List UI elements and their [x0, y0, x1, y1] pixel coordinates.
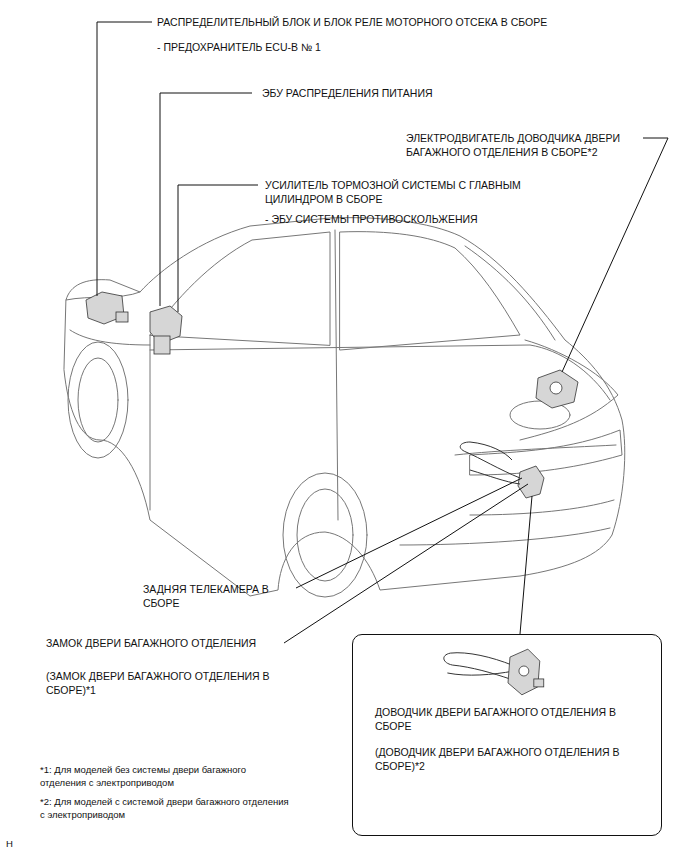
part-label: РАСПРЕДЕЛИТЕЛЬНЫЙ БЛОК И БЛОК РЕЛЕ МОТОР… — [157, 15, 627, 29]
door-closer-picture — [353, 635, 661, 705]
part-label: (ЗАМОК ДВЕРИ БАГАЖНОГО ОТДЕЛЕНИЯ В СБОРЕ… — [46, 669, 281, 697]
inset-text: (ДОВОДЧИК ДВЕРИ БАГАЖНОГО ОТДЕЛЕНИЯ В СБ… — [375, 745, 637, 773]
part-label: ЭЛЕКТРОДВИГАТЕЛЬ ДОВОДЧИКА ДВЕРИ БАГАЖНО… — [406, 131, 642, 159]
part-label: УСИЛИТЕЛЬ ТОРМОЗНОЙ СИСТЕМЫ С ГЛАВНЫМ ЦИ… — [265, 178, 565, 206]
footnote: H — [6, 837, 26, 850]
inset-box: ДОВОДЧИК ДВЕРИ БАГАЖНОГО ОТДЕЛЕНИЯ В СБО… — [352, 634, 662, 836]
footnote: *2: Для моделей с системой двери багажно… — [40, 795, 290, 821]
part-label: ЗАМОК ДВЕРИ БАГАЖНОГО ОТДЕЛЕНИЯ — [46, 636, 286, 650]
part-label: - ЭБУ СИСТЕМЫ ПРОТИВОСКОЛЬЖЕНИЯ — [265, 212, 565, 226]
footnote: *1: Для моделей без системы двери багажн… — [40, 763, 290, 789]
part-label: ЗАДНЯЯ ТЕЛЕКАМЕРА В СБОРЕ — [143, 582, 303, 610]
part-label: ЭБУ РАСПРЕДЕЛЕНИЯ ПИТАНИЯ — [262, 86, 562, 100]
part-label: - ПРЕДОХРАНИТЕЛЬ ECU-B № 1 — [157, 40, 457, 54]
inset-text: ДОВОДЧИК ДВЕРИ БАГАЖНОГО ОТДЕЛЕНИЯ В СБО… — [375, 705, 637, 733]
